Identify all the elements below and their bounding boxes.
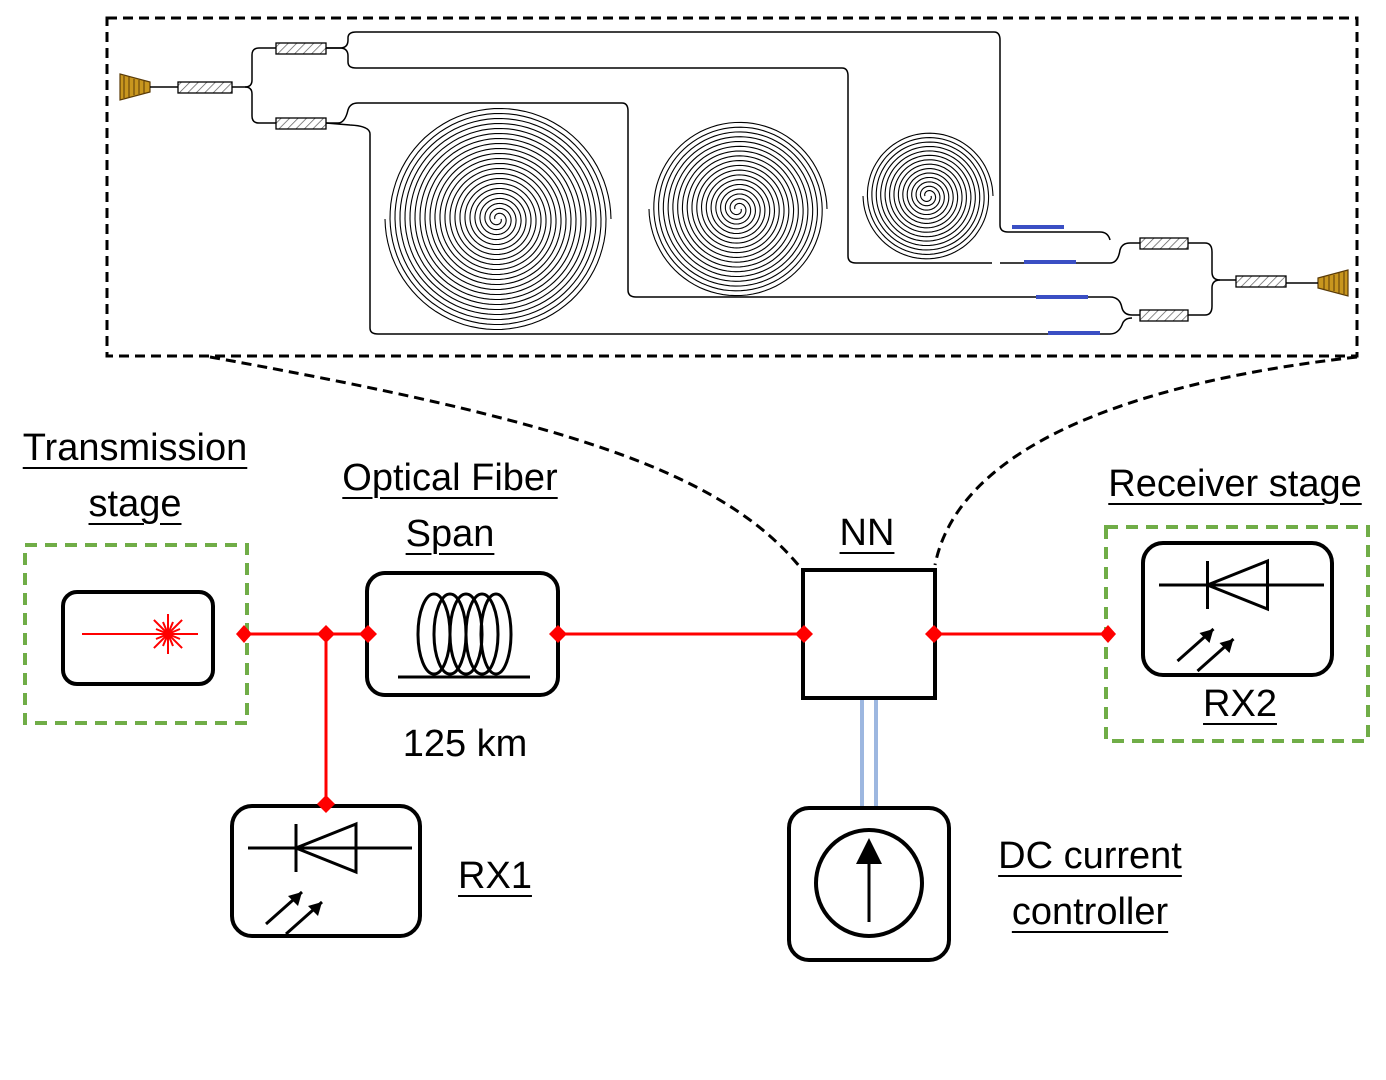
current-source-icon <box>814 828 924 938</box>
rx2-label: RX2 <box>1203 683 1277 725</box>
node <box>317 795 335 813</box>
zoom-line-left <box>209 355 802 568</box>
dc-controller-title-line1: DC current <box>998 835 1182 877</box>
node <box>795 625 813 643</box>
fiber-span-title-line1: Optical Fiber <box>342 457 558 499</box>
rx1-label: RX1 <box>458 855 532 897</box>
chip-inset-border <box>105 16 1359 358</box>
fiber-coil-icon <box>398 592 530 679</box>
nn-box <box>801 568 937 700</box>
transmission-stage-title-line2: stage <box>88 483 182 525</box>
chip-heaters <box>1012 225 1100 335</box>
node <box>1100 625 1116 643</box>
node <box>317 625 335 643</box>
zoom-line-right <box>933 355 1358 566</box>
node <box>549 625 567 643</box>
transmission-stage-title-line1: Transmission <box>22 427 248 469</box>
receiver-stage-title: Receiver stage <box>1108 463 1362 505</box>
nn-label: NN <box>839 512 895 554</box>
laser-burst-icon <box>82 614 198 654</box>
spiral-delay-large <box>384 107 612 331</box>
rx2-box <box>1141 541 1334 677</box>
photodiode-icon <box>248 821 412 936</box>
node <box>236 625 252 643</box>
signal-nodes <box>236 625 1116 813</box>
chip-waveguides <box>150 31 1318 335</box>
chip-layout-inset <box>105 16 1359 568</box>
spiral-delay-small <box>862 132 994 260</box>
spiral-delay-medium <box>648 121 828 297</box>
chip-couplers <box>177 42 1287 322</box>
node <box>925 625 943 643</box>
fiber-span-title-line2: Span <box>405 513 495 555</box>
electrical-link <box>860 699 878 806</box>
dc-controller-title-line2: controller <box>1011 891 1169 933</box>
fiber-length-label: 125 km <box>402 723 528 765</box>
laser-box <box>61 590 215 686</box>
rx1-box <box>230 804 422 938</box>
output-grating-coupler <box>1317 269 1349 297</box>
signal-path <box>244 632 1108 804</box>
input-grating-coupler <box>119 73 151 101</box>
photodiode-icon <box>1159 558 1324 673</box>
node <box>359 625 377 643</box>
